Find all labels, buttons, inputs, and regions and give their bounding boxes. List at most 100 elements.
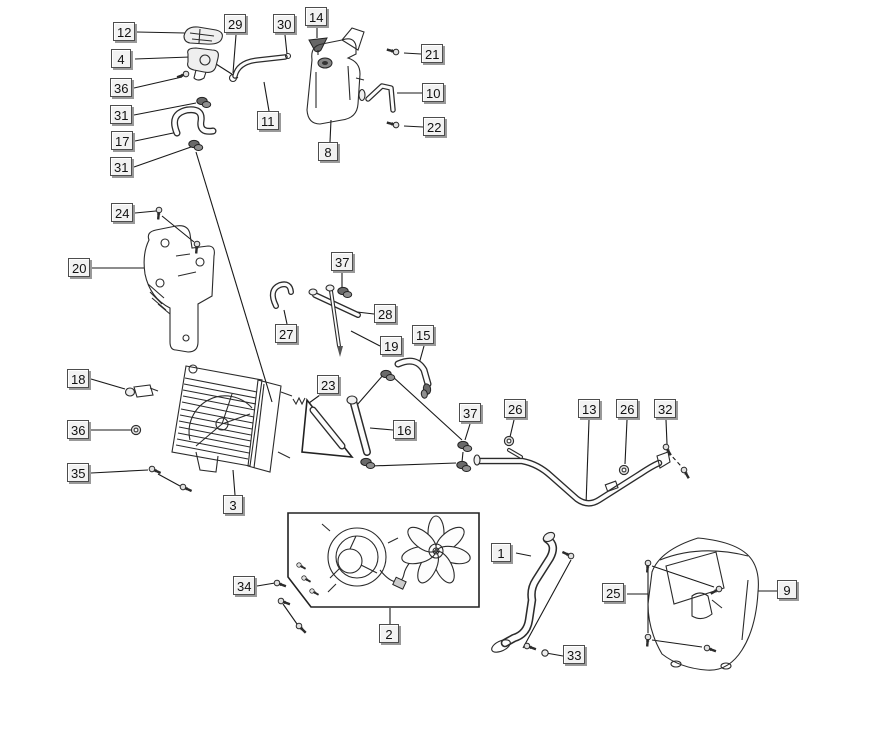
callout-2[interactable]: 2: [379, 624, 399, 643]
callout-36[interactable]: 36: [67, 420, 90, 439]
part-27-hose-sketch: [269, 281, 294, 309]
clamp-31-upper-sketch: [196, 96, 212, 108]
screw-25-b-sketch: [643, 632, 653, 648]
callout-22[interactable]: 22: [423, 117, 446, 136]
callout-26[interactable]: 26: [616, 399, 639, 418]
connector-line: [284, 34, 288, 55]
callout-3[interactable]: 3: [223, 495, 243, 514]
callout-14[interactable]: 14: [305, 7, 328, 26]
callout-28[interactable]: 28: [374, 304, 397, 323]
clamp-37-right-sketch: [457, 440, 473, 452]
callout-20[interactable]: 20: [68, 258, 91, 277]
nut-36-bottom-sketch: [130, 424, 142, 436]
screw-35-a-sketch: [147, 464, 163, 477]
callout-26[interactable]: 26: [504, 399, 527, 418]
connector-line: [464, 423, 471, 441]
connector-line: [403, 125, 424, 128]
connector-line: [90, 378, 126, 390]
clamp-16-bottom-sketch: [360, 457, 376, 469]
connector-line: [133, 102, 197, 116]
screw-33-bottom-sketch: [522, 641, 539, 654]
part-9-cover-sketch: [647, 537, 759, 671]
connector-line: [329, 119, 332, 143]
callout-12[interactable]: 12: [113, 22, 136, 41]
screw-34-c-sketch: [293, 620, 309, 636]
connector-line: [369, 427, 394, 431]
callout-32[interactable]: 32: [654, 399, 677, 418]
part-18-fitting-sketch: [124, 384, 159, 398]
callout-19[interactable]: 19: [380, 336, 403, 355]
connector-line: [161, 215, 195, 243]
part-15-hose-sketch: [394, 357, 432, 388]
connector-line: [624, 419, 628, 465]
callout-10[interactable]: 10: [422, 83, 445, 102]
callout-31[interactable]: 31: [110, 157, 133, 176]
callout-37[interactable]: 37: [459, 403, 482, 422]
connector-line: [133, 76, 183, 89]
connector-line: [134, 131, 179, 142]
connector-line: [134, 210, 157, 214]
callout-4[interactable]: 4: [111, 49, 131, 68]
callout-17[interactable]: 17: [111, 131, 134, 150]
callout-35[interactable]: 35: [67, 463, 90, 482]
connector-line: [651, 639, 703, 648]
callout-24[interactable]: 24: [111, 203, 134, 222]
callout-15[interactable]: 15: [412, 325, 435, 344]
connector-line: [232, 34, 237, 74]
screw-34-a-sketch: [272, 578, 289, 591]
connector-line: [545, 652, 564, 657]
connector-line: [263, 81, 270, 112]
callout-34[interactable]: 34: [233, 576, 256, 595]
screw-22-sketch: [384, 118, 401, 130]
callout-37[interactable]: 37: [331, 252, 354, 271]
part-1-pipe-sketch: [491, 531, 558, 653]
connector-line: [461, 451, 464, 463]
callout-29[interactable]: 29: [224, 14, 247, 33]
callout-33[interactable]: 33: [563, 645, 586, 664]
connector-line: [403, 52, 422, 55]
connector-line: [665, 419, 668, 445]
callout-16[interactable]: 16: [393, 420, 416, 439]
clamp-31-lower-sketch: [188, 139, 204, 151]
callout-36[interactable]: 36: [110, 78, 133, 97]
fan-wheel-sketch: [401, 515, 471, 584]
callout-27[interactable]: 27: [275, 324, 298, 343]
callout-9[interactable]: 9: [777, 580, 797, 599]
callout-21[interactable]: 21: [421, 44, 444, 63]
part-10-pipe-sketch: [365, 83, 396, 113]
part-16-hose-sketch: [346, 395, 371, 456]
connector-line: [509, 419, 515, 438]
connector-line: [515, 552, 532, 557]
screw-32-b-sketch: [678, 464, 693, 481]
part-13-pipe-sketch: [473, 448, 671, 507]
callout-8[interactable]: 8: [318, 142, 338, 161]
leader-lines: [90, 28, 777, 657]
callout-11[interactable]: 11: [257, 111, 279, 130]
part-19-tube-sketch: [325, 284, 343, 357]
screw-25-d-sketch: [702, 643, 719, 656]
washer-33-sketch: [541, 649, 549, 657]
part-2-fan-assembly-sketch: [287, 512, 480, 608]
callout-1[interactable]: 1: [491, 543, 511, 562]
clamp-37-right-lower-sketch: [456, 460, 472, 472]
part-12-grille-sketch: [183, 26, 223, 45]
connector-line: [232, 469, 236, 496]
part-4-thermostat-cover-sketch: [187, 47, 219, 81]
callout-18[interactable]: 18: [67, 369, 90, 388]
callout-30[interactable]: 30: [273, 14, 296, 33]
callout-31[interactable]: 31: [110, 105, 133, 124]
part-23-deflector-sketch: [292, 396, 354, 458]
connector-line: [195, 151, 273, 403]
callout-13[interactable]: 13: [578, 399, 601, 418]
connector-line: [522, 559, 572, 649]
connector-line: [308, 394, 321, 404]
screw-33-top-sketch: [560, 548, 576, 561]
connector-line: [356, 373, 385, 406]
connector-line: [283, 309, 288, 325]
grommet-sketch: [358, 88, 366, 102]
connector-line: [282, 603, 298, 625]
callout-25[interactable]: 25: [602, 583, 625, 602]
connector-line: [133, 146, 192, 168]
callout-23[interactable]: 23: [317, 375, 340, 394]
